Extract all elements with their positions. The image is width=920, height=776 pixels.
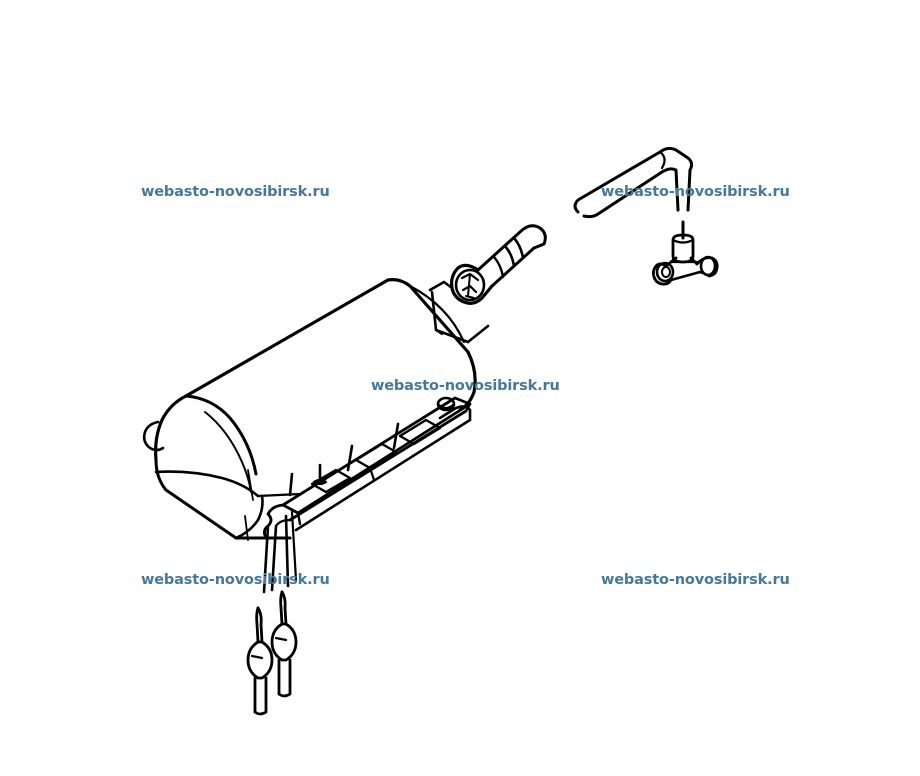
leader-lines-glowplug	[428, 280, 490, 344]
retaining-pin-right	[270, 590, 298, 698]
watermark-top-right: webasto-novosibirsk.ru	[601, 184, 790, 200]
tee-valve-fitting	[651, 220, 719, 286]
leader-lines-pins	[262, 510, 298, 594]
mounting-rail-bracket	[263, 396, 472, 540]
watermark-top-left: webasto-novosibirsk.ru	[141, 184, 330, 200]
watermark-bottom-left: webasto-novosibirsk.ru	[141, 572, 330, 588]
watermark-bottom-right: webasto-novosibirsk.ru	[601, 572, 790, 588]
heater-housing-cylinder	[142, 278, 477, 541]
retaining-pin-left	[246, 606, 274, 716]
watermark-center: webasto-novosibirsk.ru	[371, 378, 560, 394]
glow-plug	[450, 224, 547, 305]
